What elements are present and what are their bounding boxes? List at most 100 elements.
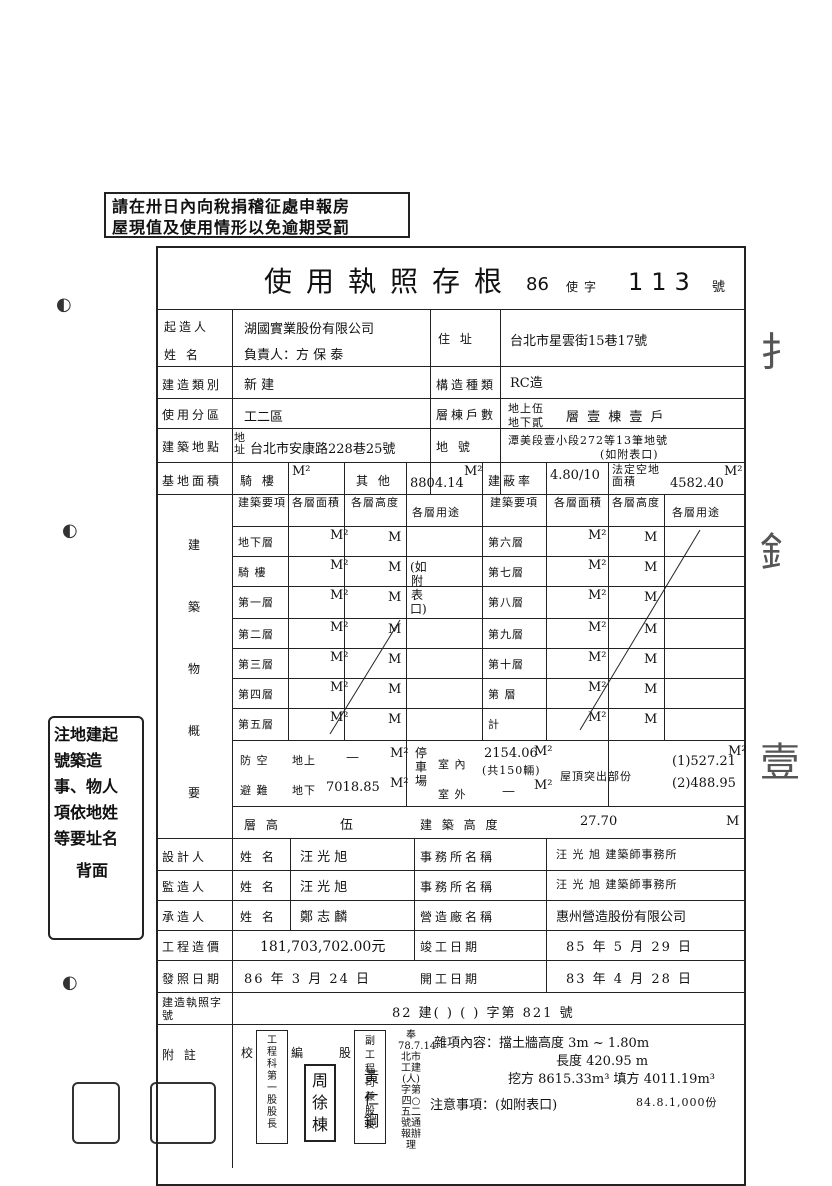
floors-label: 層棟戶數 [436,408,497,422]
stamp-line-2: 屋現值及使用情形以免逾期受罰 [112,218,351,237]
bleed-through-text: 扌 [760,330,800,376]
note-line: 等要址名 [54,829,119,848]
builder-company: 湖國實業股份有限公司 [244,322,375,337]
designer-name: 汪 光 旭 [300,850,348,865]
completion-date: 85 年 5 月 29 日 [566,940,694,955]
structure-value: RC造 [510,376,543,391]
permit-number: 113 [628,268,698,296]
misc-item-2: 長度 420.95 m [556,1054,649,1069]
unit-m: M [644,530,658,545]
floor-label: 計 [488,718,500,731]
unit-m2: M² [534,744,553,759]
contractor-office: 惠州營造股份有限公司 [556,910,687,925]
permit-label: 建造執照字號 [162,996,222,1022]
shelter-below-value: 7018.85 [326,780,380,795]
head-area: 各層面積 [292,496,340,509]
site-label: 建築地點 [162,440,223,454]
head-use: 各層用途 [672,506,720,519]
head-area: 各層面積 [554,496,602,509]
supervisor-office-label: 事務所名稱 [420,880,496,894]
lot-value: 潭美段壹小段272等13筆地號 [508,434,668,447]
unit-m: M [388,560,402,575]
zoning-value: 工二區 [244,410,284,425]
seal-stamp [150,1082,216,1144]
unit-m2: M² [330,650,349,665]
site-address: 台北市安康路228巷25號 [250,442,396,457]
builder-person: 負責人：方 保 泰 [244,348,344,363]
cost-label: 工程造價 [162,940,223,954]
supervisor-label: 監造人 [162,880,208,894]
floor-label: 地下層 [238,536,274,549]
remarks-label: 附 註 [162,1048,199,1062]
floor-label: 第十層 [488,658,524,671]
unit-m2: M² [724,464,743,479]
head-use: 各層用途 [412,506,460,519]
unit-m: M [644,622,658,637]
address-label: 住 址 [438,332,475,346]
print-info: 84.8.1,000份 [636,1096,718,1109]
floors-rest: 層 壹 棟 壹 戶 [566,410,666,425]
unit-m2: M² [330,710,349,725]
unit-m2: M² [588,650,607,665]
permit-year: 86 [526,274,549,295]
contractor-office-label: 營造廠名稱 [420,910,496,924]
shelter-label-b: 避 難 [240,784,269,797]
unit-m2: M² [330,588,349,603]
side-label: 概 [188,724,204,738]
shelter-above-value: — [346,750,359,765]
floor-label: 第 層 [488,688,517,701]
margin-mark: ◐ [62,520,78,541]
head-height: 各層高度 [351,496,399,509]
unit-m2: M² [588,620,607,635]
note-line: 事、物人 [54,777,119,796]
unit-m2: M² [292,464,311,479]
builder-address: 台北市星雲街15巷17號 [510,334,648,349]
parking-label: 停車場 [414,746,427,788]
unit-m: M [388,530,402,545]
head-item: 建築要項 [490,496,538,509]
roof-label: 屋頂突出部份 [560,770,632,783]
side-label: 要 [188,786,204,800]
designer-name-label: 姓 名 [240,850,277,864]
unit-m: M [388,590,402,605]
seal-title-2: 副工程司兼股長 [365,1036,375,1131]
margin-mark: ◐ [62,972,78,993]
site-area-label: 基地面積 [162,474,223,488]
unit-m: M [644,560,658,575]
bleed-through-text: 壹 [760,740,800,786]
roof-value-1: (1)527.21 [672,754,736,769]
floor-label: 第五層 [238,718,274,731]
legal-space-value: 4582.40 [670,476,724,491]
side-label: 築 [188,600,204,614]
unit-m: M [644,590,658,605]
zoning-label: 使用分區 [162,408,223,422]
coverage-label: 建蔽率 [488,474,534,488]
unit-m2: M² [588,558,607,573]
unit-m2: M² [534,778,553,793]
outdoor-label: 室 外 [438,788,467,801]
note-line: 注地建起 [54,725,119,744]
strike-line [329,619,401,735]
issue-label: 發照日期 [162,972,223,986]
floor-label: 第一層 [238,596,274,609]
unit-m2: M² [330,620,349,635]
permit-hao: 號 [712,280,726,295]
unit-m2: M² [390,746,409,761]
form-title: 使用執照存根 [264,265,517,298]
structure-label: 構造種類 [436,378,497,392]
edit-label: 編 [290,1046,303,1060]
unit-m2: M² [390,776,409,791]
floors-below: 地下貳 [508,416,544,429]
building-height-label: 建 築 高 度 [420,818,501,832]
roof-value-2: (2)488.95 [672,776,736,791]
supervisor-office: 汪 光 旭 建築師事務所 [556,878,678,891]
shelter-label-a: 防 空 [240,754,269,767]
floor-label: 第九層 [488,628,524,641]
left-note-box: 注地建起 號築造 事、物人 項依地姓 等要址名 背面 [48,716,144,940]
unit-m2: M² [588,588,607,603]
unit-m2: M² [588,528,607,543]
designer-office: 汪 光 旭 建築師事務所 [556,848,678,861]
lot-label: 地 號 [436,440,473,454]
seal-stamp [72,1082,120,1144]
